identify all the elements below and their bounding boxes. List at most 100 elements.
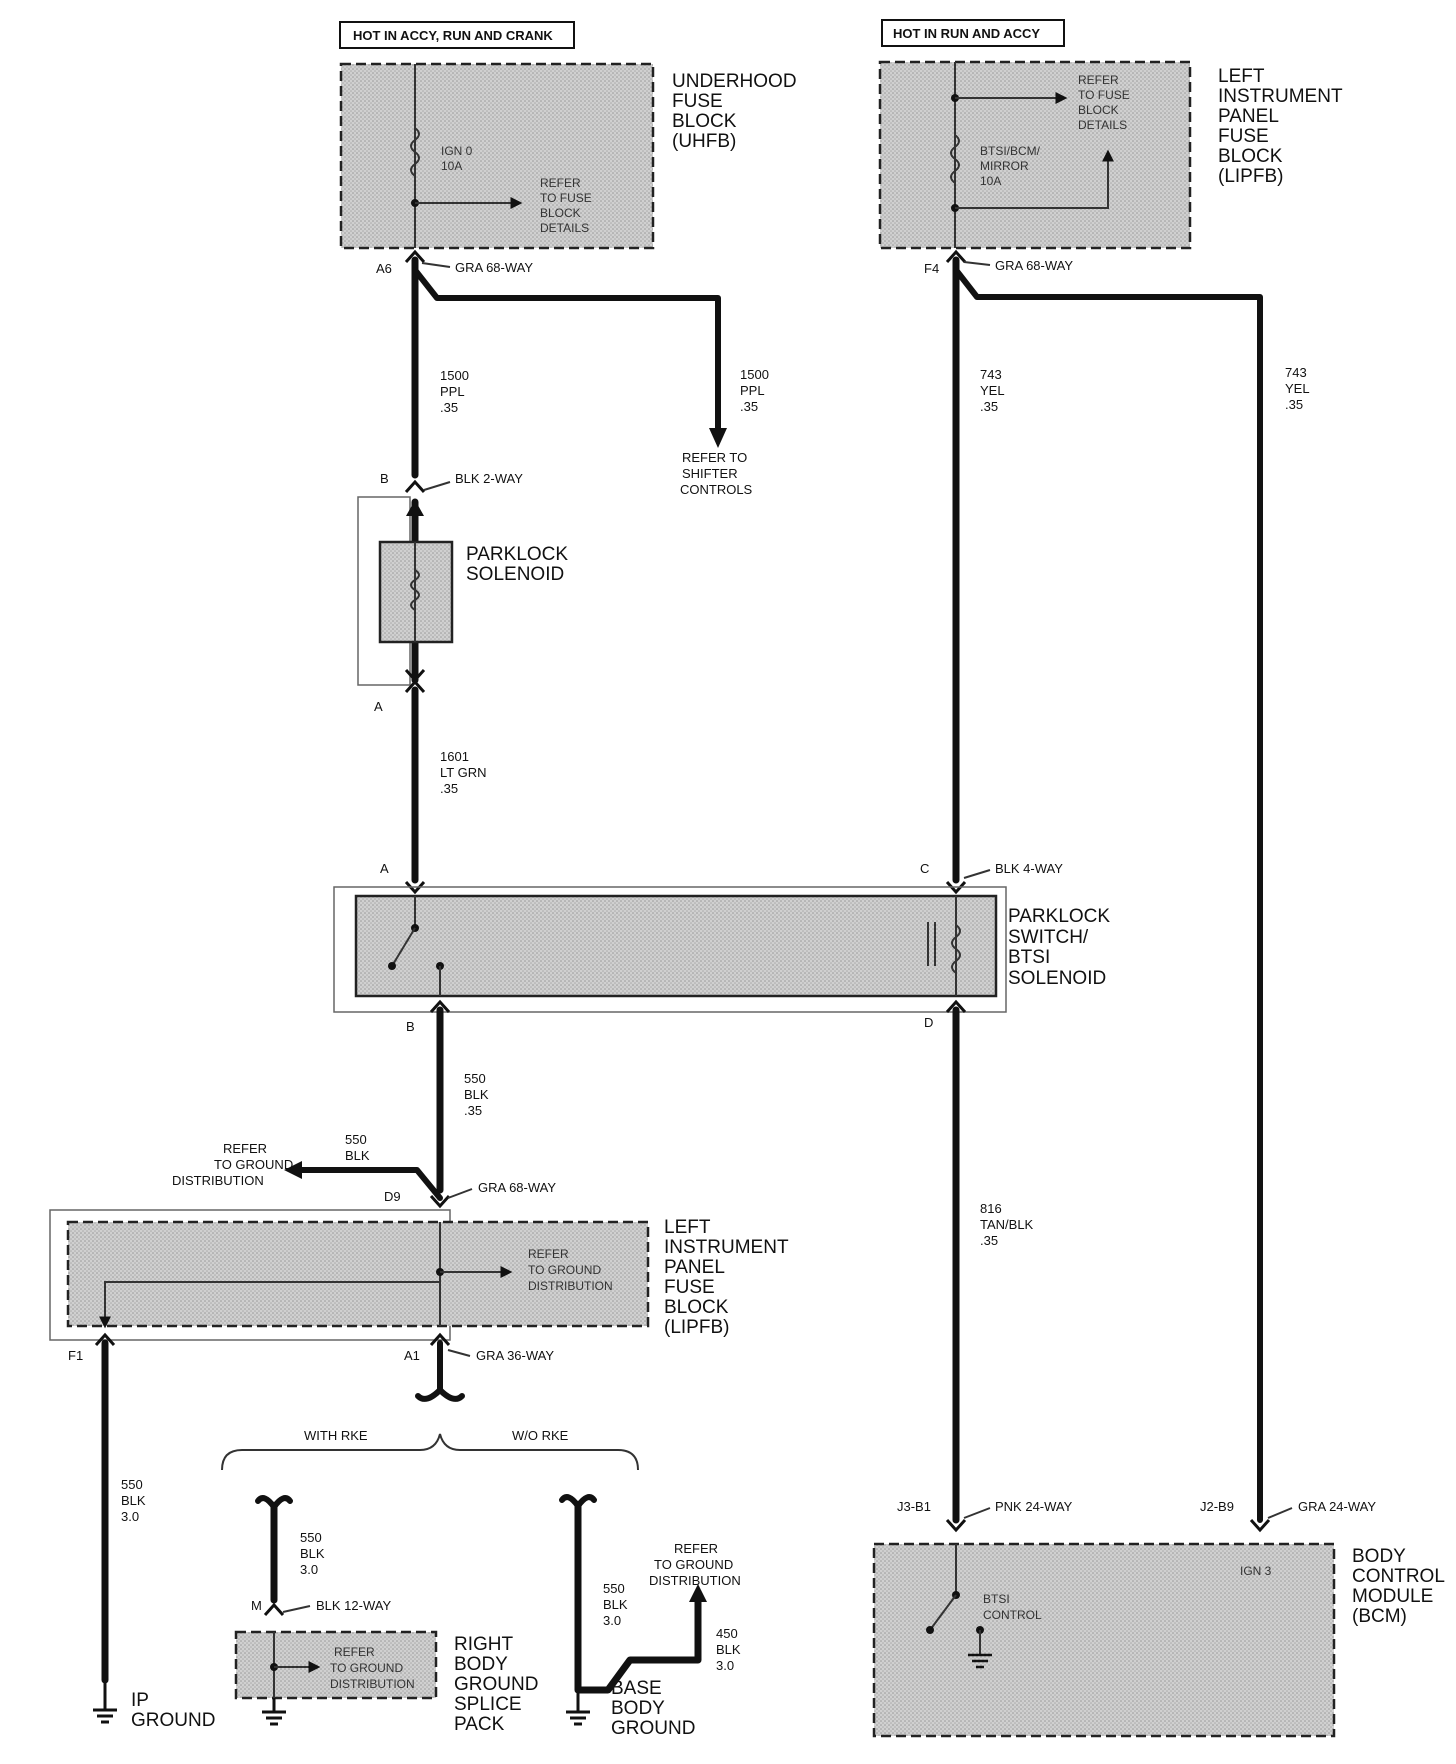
sw-d-label: D xyxy=(924,1015,933,1030)
sw-title-3: BTSI xyxy=(1008,947,1050,968)
sw-a-label: A xyxy=(380,861,389,876)
lipfb-b-title-4: FUSE xyxy=(664,1277,715,1298)
gr-refer-2: TO GROUND xyxy=(214,1157,293,1172)
connector-b-parklock: B BLK 2-WAY xyxy=(380,471,523,494)
ip-title-1: IP xyxy=(131,1690,149,1711)
w550rke-c: 3.0 xyxy=(300,1562,318,1577)
wire-550-worke xyxy=(574,1502,702,1694)
rb-refer-1: REFER xyxy=(334,1645,375,1659)
uhfb-fuse-name: IGN 0 xyxy=(441,144,473,158)
switch-connectors-top: A C BLK 4-WAY xyxy=(380,861,1063,895)
bcm-ign: IGN 3 xyxy=(1240,1564,1272,1578)
rb-title-3: GROUND xyxy=(454,1674,538,1695)
bcm-inner-2: CONTROL xyxy=(983,1608,1042,1622)
lipfb-top-title-6: (LIPFB) xyxy=(1218,166,1283,187)
w1500b-c: .35 xyxy=(740,399,758,414)
wire-550-ip-label: 550 BLK 3.0 xyxy=(121,1477,146,1524)
wire-1601-label: 1601 LT GRN .35 xyxy=(440,749,486,796)
w450-b: BLK xyxy=(716,1642,741,1657)
base-refer-1: REFER xyxy=(674,1541,718,1556)
w550wo-b: BLK xyxy=(603,1597,628,1612)
bcm-title-4: (BCM) xyxy=(1352,1606,1407,1627)
w1500-b: PPL xyxy=(440,384,465,399)
lipfb-top-fuse-1: BTSI/BCM/ xyxy=(980,144,1041,158)
lipfb-top-title-5: BLOCK xyxy=(1218,146,1283,167)
w816-b: TAN/BLK xyxy=(980,1217,1034,1232)
a1-label: A1 xyxy=(404,1348,420,1363)
w550rke-b: BLK xyxy=(300,1546,325,1561)
bcm-box: IGN 3 BTSI CONTROL xyxy=(872,1542,1336,1738)
a1-type: GRA 36-WAY xyxy=(476,1348,554,1363)
bcm-title-2: CONTROL xyxy=(1352,1566,1445,1587)
uhfb-fuse-rating: 10A xyxy=(441,159,462,173)
with-rke-label: WITH RKE xyxy=(304,1428,368,1443)
parklock-switch-title: PARKLOCK SWITCH/ BTSI SOLENOID xyxy=(1008,906,1110,989)
f4-type: GRA 68-WAY xyxy=(995,258,1073,273)
sw-type: BLK 4-WAY xyxy=(995,861,1063,876)
parklock-solenoid-title: PARKLOCK SOLENOID xyxy=(466,544,568,585)
connector-j2: J2-B9 GRA 24-WAY xyxy=(1200,1499,1376,1533)
lipfb-top-refer-1: REFER xyxy=(1078,73,1119,87)
rke-brace xyxy=(221,1433,639,1471)
w550t-b: BLK xyxy=(464,1087,489,1102)
b-park-type: BLK 2-WAY xyxy=(455,471,523,486)
m-label: M xyxy=(251,1598,262,1613)
sw-b-label: B xyxy=(406,1019,415,1034)
shifter-refer-3: CONTROLS xyxy=(680,482,753,497)
ps-title-2: SOLENOID xyxy=(466,564,564,585)
w550ip-b: BLK xyxy=(121,1493,146,1508)
lipfb-bottom-box: REFER TO GROUND DISTRIBUTION xyxy=(66,1220,650,1329)
wire-816-label: 816 TAN/BLK .35 xyxy=(980,1201,1034,1248)
fuse-icon xyxy=(950,134,960,184)
switch-blade-icon xyxy=(391,927,416,967)
w550t-c: .35 xyxy=(464,1103,482,1118)
uhfb-title-3: BLOCK xyxy=(672,111,737,132)
w1500-a: 1500 xyxy=(440,368,469,383)
wire-550-rke-label: 550 BLK 3.0 xyxy=(300,1530,325,1577)
sw-c-label: C xyxy=(920,861,929,876)
parklock-switch xyxy=(354,894,998,998)
ip-ground-icon xyxy=(93,1680,117,1724)
sw-title-4: SOLENOID xyxy=(1008,968,1106,989)
ip-title-2: GROUND xyxy=(131,1710,215,1731)
lipfb-top-fuse-3: 10A xyxy=(980,174,1001,188)
lipfb-top-fuse-2: MIRROR xyxy=(980,159,1029,173)
without-rke-label: W/O RKE xyxy=(512,1428,569,1443)
lipfb-top-title-4: FUSE xyxy=(1218,126,1269,147)
connector-f4: F4 GRA 68-WAY xyxy=(924,249,1073,276)
lipfb-b-refer-1: REFER xyxy=(528,1247,569,1261)
lipfb-top-title: LEFT INSTRUMENT PANEL FUSE BLOCK (LIPFB) xyxy=(1218,66,1343,187)
power-banner-right-text: HOT IN RUN AND ACCY xyxy=(893,26,1040,41)
w550rke-a: 550 xyxy=(300,1530,322,1545)
right-body-ground-title: RIGHT BODY GROUND SPLICE PACK xyxy=(454,1634,538,1735)
w550b-a: 550 xyxy=(345,1132,367,1147)
uhfb-refer-3: BLOCK xyxy=(540,206,581,220)
f1-label: F1 xyxy=(68,1348,83,1363)
w1601-c: .35 xyxy=(440,781,458,796)
uhfb-title-1: UNDERHOOD xyxy=(672,71,797,92)
switch-outline xyxy=(333,886,1007,1013)
w743b-a: 743 xyxy=(1285,365,1307,380)
lipfb-top-title-2: INSTRUMENT xyxy=(1218,86,1343,107)
rb-title-5: PACK xyxy=(454,1714,505,1735)
connector-j3: J3-B1 PNK 24-WAY xyxy=(897,1499,1073,1533)
rb-title-1: RIGHT xyxy=(454,1634,514,1655)
gr-refer-3: DISTRIBUTION xyxy=(172,1173,264,1188)
w1601-a: 1601 xyxy=(440,749,469,764)
j3-label: J3-B1 xyxy=(897,1499,931,1514)
lipfb-b-title-2: INSTRUMENT xyxy=(664,1237,789,1258)
w450-a: 450 xyxy=(716,1626,738,1641)
lipfb-b-refer-3: DISTRIBUTION xyxy=(528,1279,613,1293)
connector-a6: A6 GRA 68-WAY xyxy=(376,249,533,276)
power-banner-right: HOT IN RUN AND ACCY xyxy=(881,19,1065,47)
parklock-solenoid xyxy=(378,540,454,644)
rb-refer-2: TO GROUND xyxy=(330,1661,403,1675)
lipfb-b-title-6: (LIPFB) xyxy=(664,1317,729,1338)
connector-m: M BLK 12-WAY xyxy=(251,1598,391,1617)
w816-c: .35 xyxy=(980,1233,998,1248)
sw-title-2: SWITCH/ xyxy=(1008,927,1089,948)
bcm-inner-1: BTSI xyxy=(983,1592,1010,1606)
wire-a1-stub xyxy=(415,1340,443,1402)
connector-a1: A1 GRA 36-WAY xyxy=(404,1332,554,1363)
base-title-1: BASE xyxy=(611,1678,662,1699)
